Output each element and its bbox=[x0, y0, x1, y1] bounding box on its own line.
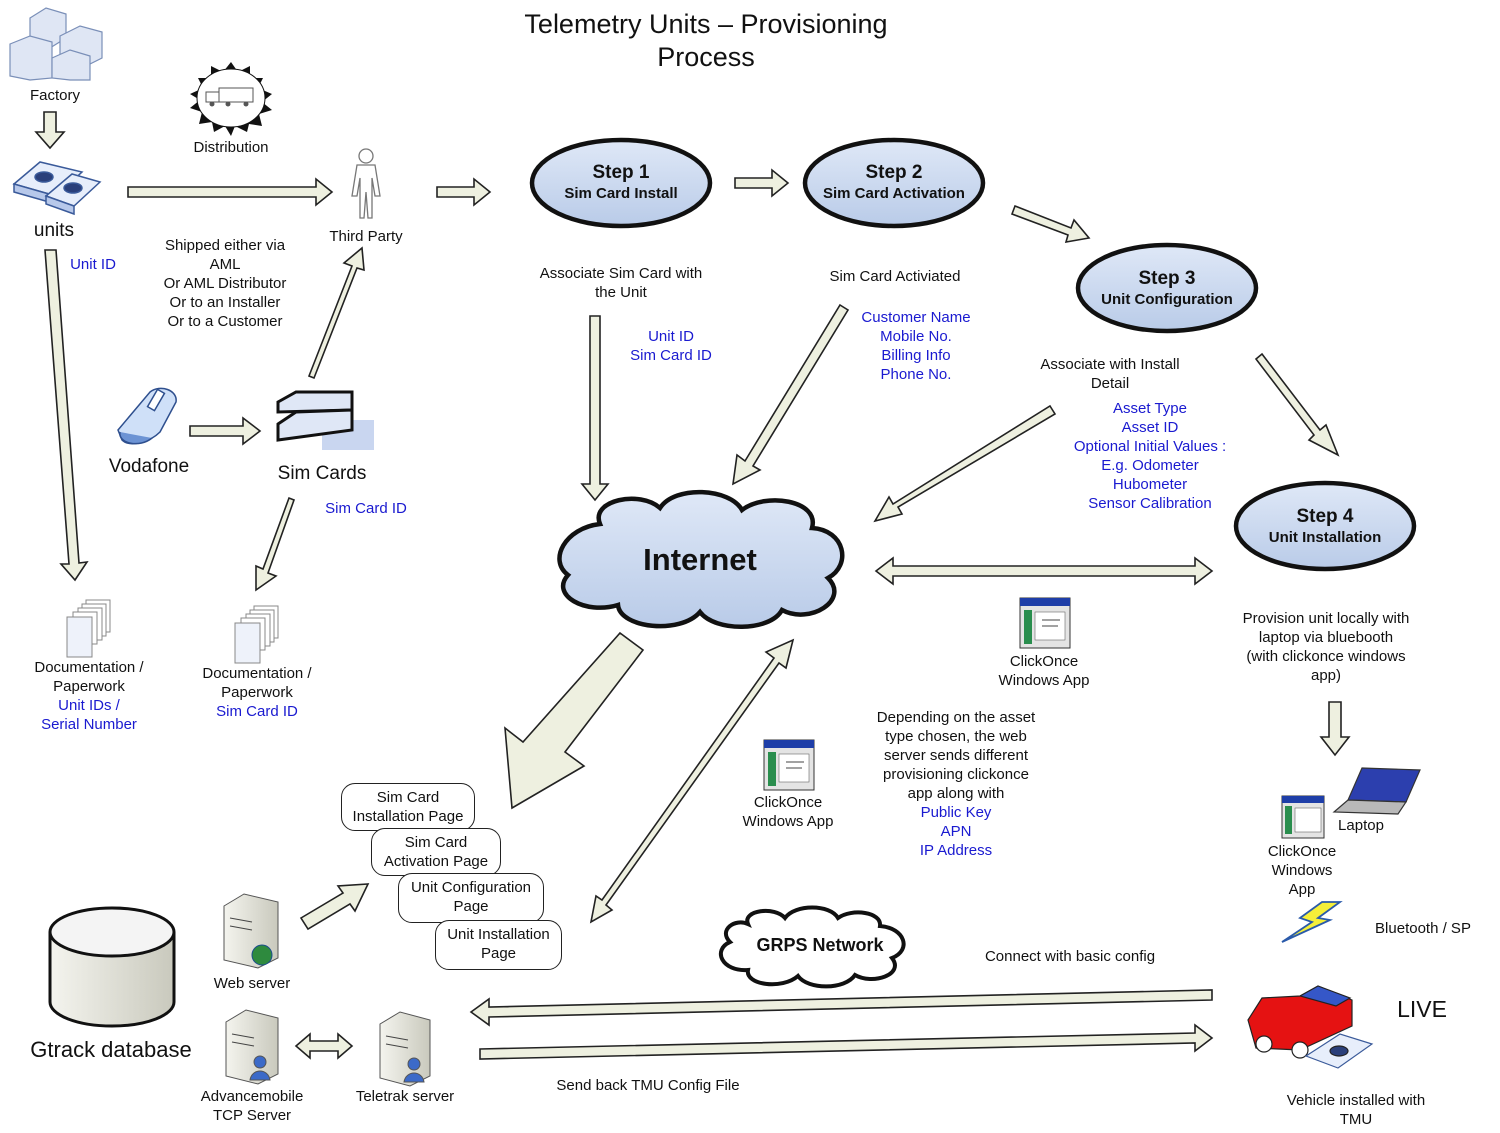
grps-cloud bbox=[718, 905, 906, 989]
arrow-connect-basic bbox=[469, 989, 1213, 1027]
bluetooth-icon bbox=[1281, 901, 1343, 943]
sim-cards-label: Sim Cards bbox=[277, 463, 367, 484]
arrow-sim-thirdparty bbox=[307, 246, 365, 380]
phone-icon bbox=[117, 387, 177, 445]
third-party-label: Third Party bbox=[329, 228, 403, 245]
internet-cloud bbox=[557, 489, 845, 629]
arrow-sim-docs bbox=[255, 496, 296, 592]
gtrack-database-label: Gtrack database bbox=[30, 1037, 192, 1062]
arrow-units-docs bbox=[44, 249, 89, 582]
factory-label: Factory bbox=[29, 87, 80, 104]
database-shape bbox=[48, 906, 176, 1028]
teletrak-label: Teletrak server bbox=[355, 1088, 455, 1105]
internet-label: Internet bbox=[643, 542, 757, 577]
arrow-step3-internet bbox=[873, 404, 1057, 523]
arrow-factory-units bbox=[34, 111, 66, 150]
arrow-thirdparty-step1 bbox=[436, 177, 492, 207]
arrow-step1-internet bbox=[580, 315, 610, 502]
step2-ellipse bbox=[802, 137, 986, 229]
send-back-label: Send back TMU Config File bbox=[556, 1077, 740, 1094]
person-icon bbox=[351, 148, 381, 219]
units-icon bbox=[12, 161, 102, 216]
laptop-label: Laptop bbox=[1338, 817, 1384, 834]
arrow-step1-step2 bbox=[734, 168, 790, 198]
web-server-label: Web server bbox=[213, 975, 291, 992]
sim-card-id-label: Sim Card ID bbox=[325, 500, 407, 517]
step4-ellipse bbox=[1233, 480, 1417, 572]
step2-note: Sim Card Activiated bbox=[829, 268, 961, 285]
factory-cubes bbox=[9, 7, 103, 81]
distribution-label: Distribution bbox=[193, 139, 269, 156]
web-server-icon bbox=[223, 893, 279, 969]
car-icon bbox=[1247, 985, 1374, 1069]
unit-id-label: Unit ID bbox=[70, 256, 116, 273]
advancemobile-server-icon bbox=[225, 1009, 279, 1085]
arrow-web-pages bbox=[299, 883, 370, 931]
docs-left-label: Documentation /Paperwork Unit IDs /Seria… bbox=[34, 659, 144, 733]
arrow-units-thirdparty bbox=[127, 177, 334, 207]
step3-ellipse bbox=[1075, 242, 1259, 334]
connect-label: Connect with basic config bbox=[984, 948, 1156, 965]
arrow-internet-pages bbox=[504, 631, 645, 810]
bluetooth-label: Bluetooth / SP bbox=[1375, 920, 1471, 937]
teletrak-server-icon bbox=[379, 1011, 431, 1087]
clickonce-right-icon bbox=[1281, 795, 1325, 839]
arrow-step2-step3 bbox=[1010, 204, 1091, 244]
units-label: units bbox=[33, 220, 75, 241]
grps-label: GRPS Network bbox=[756, 935, 884, 955]
arrow-step4-laptop bbox=[1319, 701, 1351, 757]
arrow-vodafone-sim bbox=[189, 416, 262, 446]
docs-left-icon bbox=[66, 599, 111, 658]
arrow-internet-teletrak bbox=[589, 638, 795, 924]
clickonce-left-icon bbox=[763, 739, 815, 791]
distribution-icon bbox=[190, 62, 272, 136]
arrow-send-config bbox=[479, 1023, 1214, 1060]
live-label: LIVE bbox=[1397, 996, 1447, 1022]
arrow-internet-step4 bbox=[874, 556, 1214, 586]
arrow-step2-internet bbox=[731, 303, 850, 486]
docs-mid-label: Documentation /Paperwork Sim Card ID bbox=[202, 665, 312, 720]
arrow-step3-step4 bbox=[1254, 352, 1340, 457]
laptop-icon bbox=[1332, 767, 1421, 815]
vodafone-label: Vodafone bbox=[108, 456, 190, 477]
docs-mid-icon bbox=[234, 605, 279, 664]
step1-ellipse bbox=[529, 137, 713, 229]
clickonce-mid-icon bbox=[1019, 597, 1071, 649]
arrow-advance-teletrak bbox=[294, 1032, 354, 1060]
simcards-icon bbox=[276, 390, 374, 450]
